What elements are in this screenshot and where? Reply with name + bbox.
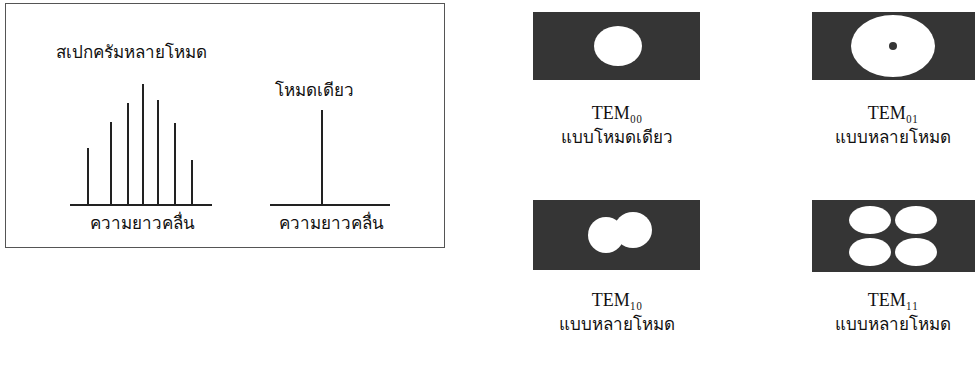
mode-name: TEM₀₀ — [592, 103, 643, 125]
spectrum-panel: สเปกครัมหลายโหมดความยาวคลื่น โหมดเดียวควา… — [5, 3, 445, 248]
axis-label: ความยาวคลื่น — [279, 214, 384, 234]
tem10-pattern — [533, 200, 700, 270]
spectrum-title: สเปกครัมหลายโหมด — [56, 43, 207, 63]
mode-name: TEM₀₁ — [868, 103, 919, 125]
mode-caption: แบบหลายโหมด — [559, 315, 675, 335]
mode-name: TEM₁₀ — [592, 290, 643, 312]
mode-caption: แบบโหมดเดียว — [561, 128, 673, 148]
singlemode-spectrum — [270, 110, 390, 205]
tem00-pattern — [533, 12, 700, 80]
spectrum-title: โหมดเดียว — [275, 81, 354, 101]
tem01-pattern — [812, 12, 975, 80]
tem11-pattern — [812, 200, 975, 272]
multimode-spectrum — [70, 84, 212, 205]
mode-caption: แบบหลายโหมด — [835, 128, 951, 148]
mode-caption: แบบหลายโหมด — [835, 315, 951, 335]
axis-label: ความยาวคลื่น — [90, 214, 195, 234]
mode-name: TEM₁₁ — [868, 290, 919, 312]
